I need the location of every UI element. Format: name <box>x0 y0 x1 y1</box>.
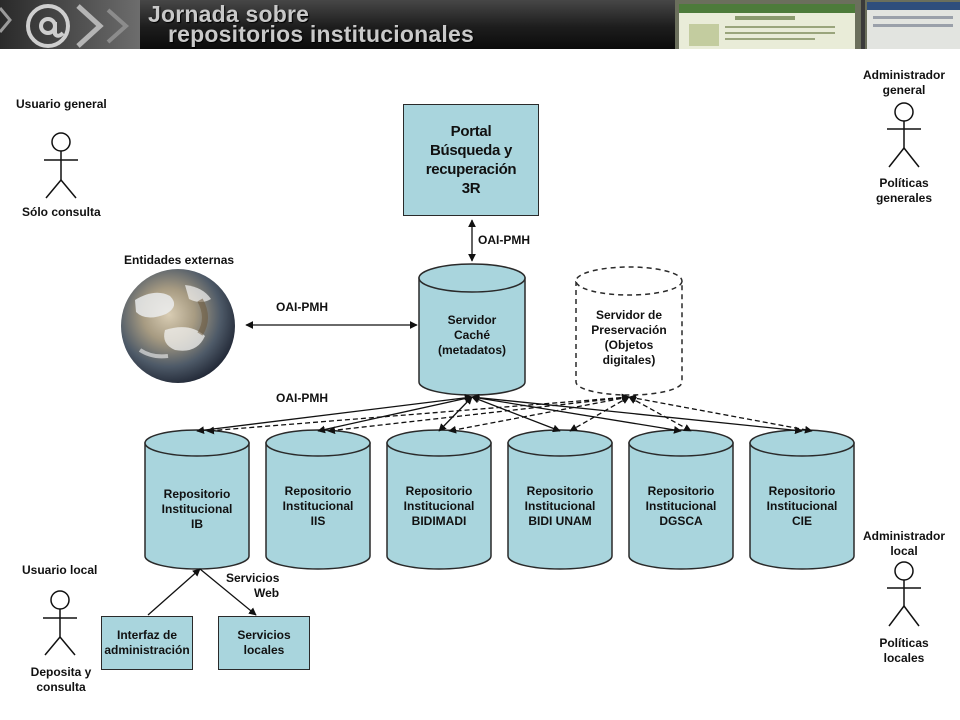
servidor-cache-cylinder <box>418 263 526 396</box>
repository-label-line: Repositorio <box>526 484 594 498</box>
admin-general-title-line: general <box>882 83 926 97</box>
oai-pmh-portal-label: OAI-PMH <box>478 233 530 247</box>
cache-link-arrow <box>317 394 473 434</box>
usuario-general-caption: Sólo consulta <box>22 205 101 219</box>
portal-line: 3R <box>461 180 481 197</box>
servicios-locales-line: locales <box>243 643 285 657</box>
admin-general-caption-line: Políticas <box>879 176 929 190</box>
repository-cylinder <box>386 429 492 570</box>
repository-label-line: Institucional <box>766 499 838 513</box>
cache-line: Caché <box>453 328 491 342</box>
repository-label: Repositorio Institucional IB <box>145 487 249 532</box>
portal-line: Búsqueda y <box>429 142 512 159</box>
preservation-link-arrow <box>569 396 630 432</box>
repository-cylinder <box>265 429 371 570</box>
preservation-link-arrow <box>448 394 630 434</box>
stick-figure-icon <box>43 590 77 656</box>
earth-globe-icon <box>121 269 235 383</box>
repository-label-line: Institucional <box>645 499 717 513</box>
repository-label-line: BIDI UNAM <box>528 514 592 528</box>
stick-figure-icon <box>44 132 78 199</box>
interfaz-line: Interfaz de <box>116 628 177 642</box>
usuario-local-caption: Deposita y consulta <box>11 665 111 695</box>
cache-link-arrow <box>438 396 473 432</box>
repository-label-line: Repositorio <box>163 487 231 501</box>
repository-label-line: Institucional <box>161 502 233 516</box>
admin-local-title-line: local <box>890 544 918 558</box>
preservation-line: digitales) <box>602 353 656 367</box>
repository-label: Repositorio Institucional BIDIMADI <box>387 484 491 529</box>
website-screenshots-image <box>675 0 960 49</box>
usuario-general-title: Usuario general <box>16 97 107 111</box>
repository-label-line: Repositorio <box>284 484 352 498</box>
cache-link-arrow <box>196 393 473 435</box>
portal-line: recuperación <box>425 161 517 178</box>
entidades-externas-label: Entidades externas <box>124 253 235 267</box>
servicios-web-line2: Web <box>254 586 280 600</box>
cache-line: Servidor <box>447 313 497 327</box>
header-title-line2: repositorios institucionales <box>168 21 474 47</box>
administrador-local-title: Administrador local <box>854 529 954 559</box>
oai-pmh-external-label: OAI-PMH <box>276 300 328 314</box>
admin-local-caption-line: Políticas <box>879 636 929 650</box>
repository-label-line: Institucional <box>282 499 354 513</box>
repository-cylinder <box>507 429 613 570</box>
usuario-local-title: Usuario local <box>22 563 98 577</box>
at-sign-logo-icon <box>0 0 140 49</box>
repository-cylinder <box>144 429 250 570</box>
interfaz-administracion-box: Interfaz de administración <box>101 616 193 670</box>
repository-label: Repositorio Institucional CIE <box>750 484 854 529</box>
administrador-general-title: Administrador general <box>854 68 954 98</box>
preservation-link-arrow <box>206 393 630 435</box>
preservation-link-arrow <box>628 394 813 434</box>
repository-cylinder <box>749 429 855 570</box>
servidor-preservacion-label: Servidor de Preservación (Objetos digita… <box>576 308 682 368</box>
servicios-web-line1: Servicios <box>226 571 280 585</box>
repository-label: Repositorio Institucional IIS <box>266 484 370 529</box>
stick-figure-icon <box>887 561 921 627</box>
cache-line: (metadatos) <box>437 343 506 357</box>
servidor-preservacion-cylinder <box>575 266 683 396</box>
portal-box: Portal Búsqueda y recuperación 3R <box>403 104 539 216</box>
preservation-line: Servidor de <box>595 308 663 322</box>
header-title-line1: Jornada sobre <box>148 1 310 27</box>
admin-local-title-line: Administrador <box>862 529 945 543</box>
usuario-local-caption-line: Deposita y <box>30 665 92 679</box>
repository-label-line: DGSCA <box>659 514 703 528</box>
servicios-locales-box: Servicios locales <box>218 616 310 670</box>
repository-label: Repositorio Institucional BIDI UNAM <box>508 484 612 529</box>
servidor-cache-label: Servidor Caché (metadatos) <box>419 313 525 358</box>
local-connectors <box>147 568 257 616</box>
repository-label-line: Institucional <box>403 499 475 513</box>
repository-label-line: BIDIMADI <box>411 514 467 528</box>
repository-label-line: IB <box>191 517 203 531</box>
administrador-general-caption: Políticas generales <box>854 176 954 206</box>
servicios-locales-line: Servicios <box>237 628 291 642</box>
repository-cylinder <box>628 429 734 570</box>
administrador-local-caption: Políticas locales <box>854 636 954 666</box>
preservation-line: Preservación <box>591 323 667 337</box>
repository-label-line: Repositorio <box>647 484 715 498</box>
header-banner: Jornada sobre repositorios institucional… <box>0 0 960 49</box>
usuario-local-caption-line: consulta <box>36 680 86 694</box>
repository-label-line: Repositorio <box>768 484 836 498</box>
portal-line: Portal <box>450 123 492 140</box>
repository-label-line: IIS <box>310 514 326 528</box>
admin-local-caption-line: locales <box>883 651 925 665</box>
repository-label-line: Institucional <box>524 499 596 513</box>
stick-figure-icon <box>887 102 921 168</box>
interfaz-line: administración <box>104 643 190 657</box>
preservation-line: (Objetos <box>604 338 654 352</box>
repository-label-line: CIE <box>791 514 812 528</box>
repository-label-line: Repositorio <box>405 484 473 498</box>
repository-harvest-arrows <box>196 393 813 435</box>
admin-general-title-line: Administrador <box>862 68 945 82</box>
cache-link-arrow <box>471 394 682 434</box>
oai-pmh-repos-label: OAI-PMH <box>276 391 328 405</box>
admin-general-caption-line: generales <box>875 191 933 205</box>
repository-label: Repositorio Institucional DGSCA <box>629 484 733 529</box>
